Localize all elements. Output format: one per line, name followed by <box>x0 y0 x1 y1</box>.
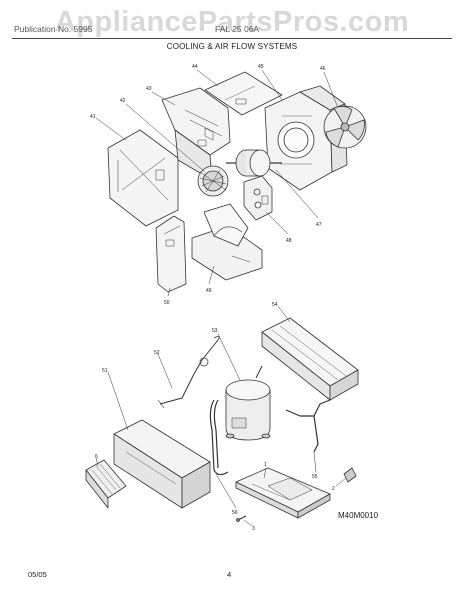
callout-55: 55 <box>312 474 318 480</box>
callout-51: 51 <box>102 368 108 374</box>
header-rule <box>12 38 452 39</box>
callout-48: 48 <box>286 238 292 244</box>
part-54-condenser-coil <box>261 317 359 401</box>
callout-50: 50 <box>164 300 170 306</box>
part-52-tube-assembly <box>157 336 220 409</box>
callout-46: 46 <box>320 66 326 72</box>
part-42-blower-wheel <box>197 165 229 197</box>
callout-41: 41 <box>90 114 96 120</box>
watermark: AppliancePartsPros.com <box>54 6 410 38</box>
callout-44: 44 <box>192 64 198 70</box>
part-48-motor-bracket <box>243 175 273 221</box>
footer-date: 05/05 <box>28 570 47 579</box>
part-49-base-scroll <box>191 203 263 281</box>
part-41-front-frame <box>107 129 179 227</box>
part-47-fan-motor <box>226 149 282 177</box>
part-55-discharge-line <box>285 399 331 453</box>
callout-45: 45 <box>258 64 264 70</box>
part-3-screw <box>236 515 247 522</box>
callout-43: 43 <box>146 86 152 92</box>
publication-number: Publication No. 5995 <box>14 24 93 34</box>
callout-54: 54 <box>272 302 278 308</box>
callout-1: 1 <box>264 462 267 468</box>
page-number: 4 <box>227 570 232 579</box>
callout-49: 49 <box>206 288 212 294</box>
part-53-compressor <box>225 365 271 441</box>
callout-leaders-lower <box>95 305 347 527</box>
part-50-partition <box>155 215 187 293</box>
callout-47: 47 <box>316 222 322 228</box>
page-title: COOLING & AIR FLOW SYSTEMS <box>166 42 298 51</box>
part-51-evaporator-coil <box>113 419 211 509</box>
part-2-clip <box>343 467 357 483</box>
part-6-filter <box>85 459 127 509</box>
callout-leaders-upper <box>95 69 339 297</box>
callout-56: 56 <box>232 510 238 516</box>
model-number: FAL 25 06A <box>215 24 260 34</box>
callout-42: 42 <box>120 98 126 104</box>
part-56-suction-line <box>209 399 229 476</box>
callout-53: 53 <box>212 328 218 334</box>
callout-6: 6 <box>95 454 98 460</box>
part-44-top-cover <box>204 71 283 116</box>
callout-numbers: 41 42 43 44 45 46 47 48 49 50 51 52 53 5… <box>90 64 335 532</box>
callout-3: 3 <box>252 526 255 532</box>
callout-52: 52 <box>154 350 160 356</box>
figure-code: M40M0010 <box>338 511 379 520</box>
part-1-base-pan <box>235 467 331 519</box>
callout-2: 2 <box>332 486 335 492</box>
part-46-condenser-fan <box>323 105 367 149</box>
